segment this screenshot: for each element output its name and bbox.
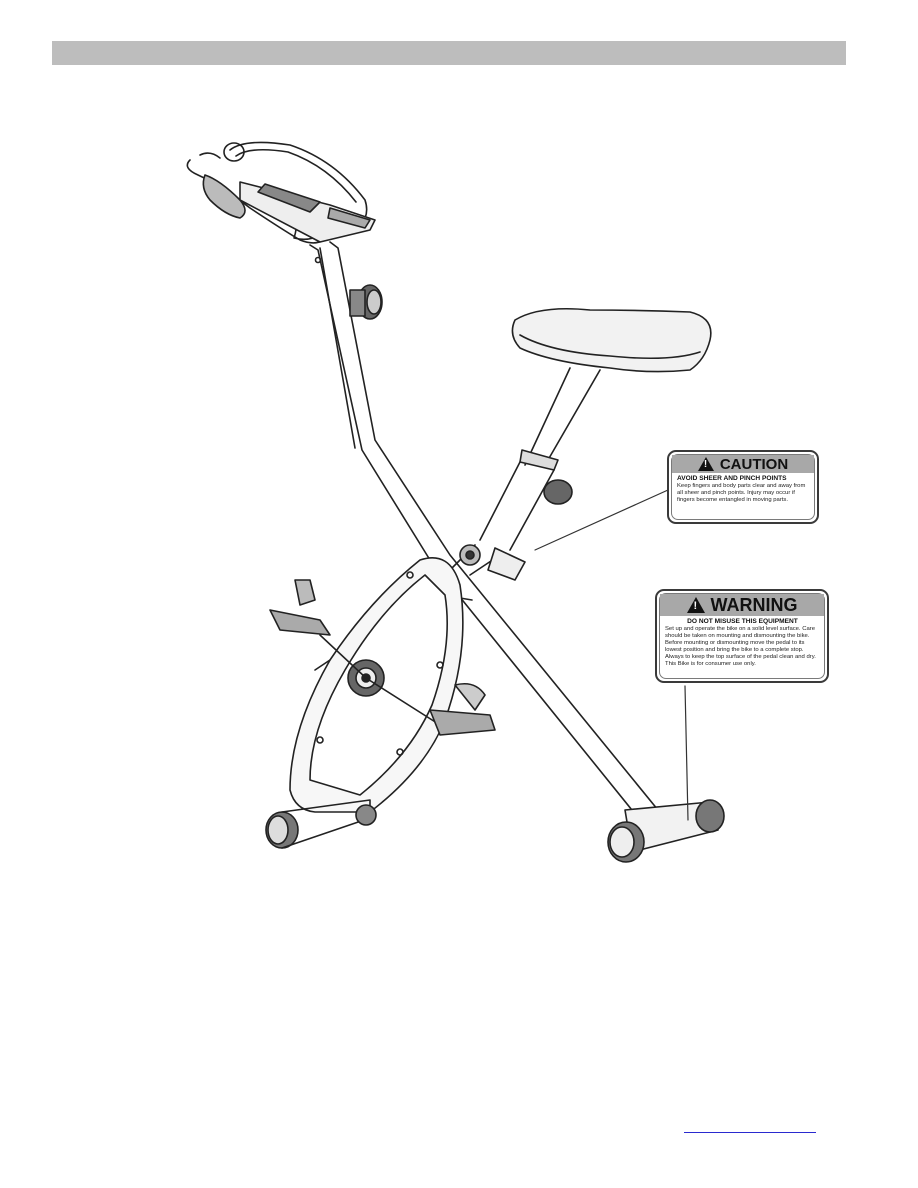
caution-title: CAUTION: [719, 455, 789, 473]
rear-stabilizer: [607, 799, 725, 863]
warning-header: WARNING: [660, 594, 824, 616]
caution-body: Keep fingers and body parts clear and aw…: [677, 483, 806, 503]
warning-subtitle: DO NOT MISUSE THIS EQUIPMENT: [687, 618, 798, 625]
front-post: [309, 241, 659, 821]
exercise-bike-illustration: [186, 141, 725, 863]
handlebar: [186, 141, 376, 244]
footer-link[interactable]: [684, 1120, 816, 1133]
warning-label: WARNING DO NOT MISUSE THIS EQUIPMENT Set…: [655, 589, 829, 683]
caution-label: CAUTION AVOID SHEER AND PINCH POINTS Kee…: [667, 450, 819, 524]
pedals: [269, 579, 496, 736]
warning-title: WARNING: [710, 594, 798, 615]
seat: [479, 307, 712, 551]
caution-header: CAUTION: [672, 455, 814, 473]
front-stabilizer: [265, 799, 377, 849]
warning-triangle-icon: [697, 457, 714, 471]
warning-body: Set up and operate the bike on a solid l…: [665, 626, 816, 667]
warning-triangle-icon: [686, 597, 705, 613]
caution-subtitle: AVOID SHEER AND PINCH POINTS: [677, 475, 787, 482]
header-bar: [52, 41, 846, 65]
